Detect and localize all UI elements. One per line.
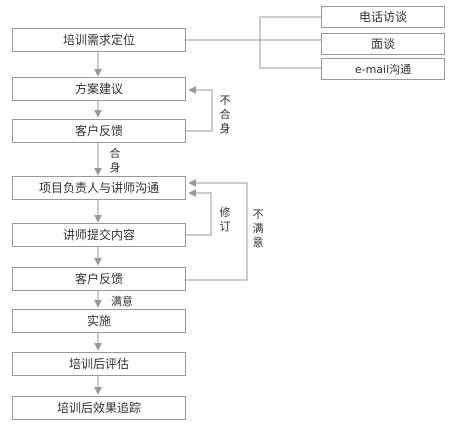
loop-revise (186, 189, 212, 236)
step-content-box (12, 223, 186, 247)
channel-email: e-mail沟通 (355, 63, 411, 76)
step-implement: 实施 (87, 313, 111, 328)
step-positioning: 培训需求定位 (63, 32, 135, 47)
channel-interview: 面谈 (371, 37, 395, 51)
step-content: 讲师提交内容 (63, 227, 135, 242)
step-feedback1: 客户反馈 (75, 123, 123, 138)
label-not-fit-1: 不 (220, 94, 231, 107)
label-unsatisfied-2: 满 (253, 222, 264, 235)
label-fit-1: 合 (110, 146, 121, 160)
label-unsatisfied-3: 意 (253, 235, 264, 249)
channel-phone: 电话访谈 (359, 10, 407, 24)
loop-unsatisfied (186, 179, 248, 281)
label-revise-1: 修 (220, 205, 231, 219)
step-tracking: 培训后效果追踪 (57, 400, 141, 415)
step-communication: 项目负责人与讲师沟通 (39, 180, 159, 195)
step-proposal-box (12, 77, 186, 101)
step-evaluate-box (12, 352, 186, 376)
channel-interview-box (321, 33, 445, 55)
label-not-fit-2: 合 (220, 107, 231, 121)
loop-not-fit (186, 86, 213, 132)
step-positioning-box (12, 28, 186, 52)
step-feedback2-box (12, 267, 186, 291)
step-tracking-box (12, 396, 186, 420)
step-implement-box (12, 309, 186, 333)
channel-email-box (321, 58, 445, 80)
label-not-fit-3: 身 (220, 121, 231, 135)
step-communication-box (12, 176, 186, 200)
label-fit-2: 身 (110, 160, 121, 174)
channel-phone-box (321, 6, 445, 28)
label-revise-2: 订 (220, 220, 231, 233)
step-proposal: 方案建议 (75, 81, 123, 96)
connectors (94, 16, 321, 395)
label-unsatisfied-1: 不 (253, 208, 264, 221)
step-evaluate: 培训后评估 (69, 356, 129, 371)
step-feedback2: 客户反馈 (75, 271, 123, 286)
label-satisfied: 满意 (111, 294, 133, 308)
step-feedback1-box (12, 119, 186, 143)
